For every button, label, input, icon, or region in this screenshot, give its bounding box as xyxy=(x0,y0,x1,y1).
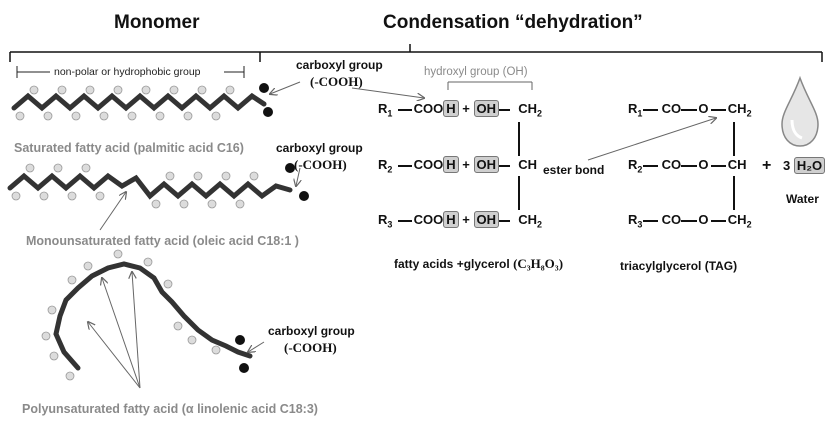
saturated-molecule xyxy=(11,83,273,121)
h-box: H xyxy=(443,156,459,173)
nonpolar-label: non-polar or hydrophobic group xyxy=(54,66,201,78)
product-bonds xyxy=(643,109,735,222)
ester-bond-label: ester bond xyxy=(543,163,605,177)
monounsaturated-molecule xyxy=(7,163,309,209)
polyunsaturated-label: Polyunsaturated fatty acid (α linolenic … xyxy=(22,402,318,416)
monounsaturated-label: Monounsaturated fatty acid (oleic acid C… xyxy=(26,234,299,248)
cooh: COO xyxy=(413,157,444,172)
polyunsaturated-molecule xyxy=(41,249,253,381)
oh-box: OH xyxy=(473,211,500,228)
cooh-label-mid: (-COOH) xyxy=(294,157,347,172)
oh-box: OH xyxy=(473,100,500,117)
plus-sign: + xyxy=(462,157,470,172)
product-row-2: R2 CO O CH xyxy=(628,157,747,175)
water-drop-icon xyxy=(781,75,819,147)
ch: CH xyxy=(518,157,538,172)
carboxyl-label-bottom: carboxyl group xyxy=(268,324,355,338)
r-group: R xyxy=(378,212,388,227)
r-group: R xyxy=(378,157,388,172)
tag-label: triacylglycerol (TAG) xyxy=(620,259,738,273)
cooh-label-top: (-COOH) xyxy=(310,74,363,89)
plus-sign: + xyxy=(462,212,470,227)
condensation-heading: Condensation “dehydration” xyxy=(383,12,643,33)
hydroxyl-bracket xyxy=(447,81,533,90)
water-formula: 3 H₂O xyxy=(783,157,826,174)
cooh: COO xyxy=(413,101,444,116)
ch2: CH xyxy=(518,212,538,227)
h-box: H xyxy=(443,211,459,228)
fatty-glycerol-label: fatty acids +glycerol (C₃H₈O₃) xyxy=(394,256,564,271)
top-bracket xyxy=(9,44,823,62)
oh-box: OH xyxy=(473,156,500,173)
cooh: COO xyxy=(413,212,444,227)
reactant-bonds xyxy=(398,109,520,222)
saturated-label: Saturated fatty acid (palmitic acid C16) xyxy=(14,141,244,155)
monomer-heading: Monomer xyxy=(114,12,200,33)
pointer-arrows xyxy=(88,81,716,389)
r-group: R xyxy=(378,101,388,116)
product-row-1: R1 CO O CH2 xyxy=(628,101,752,119)
carboxyl-label-top: carboxyl group xyxy=(296,58,383,72)
product-row-3: R3 CO O CH2 xyxy=(628,212,752,230)
hydroxyl-label: hydroxyl group (OH) xyxy=(424,66,528,78)
water-label: Water xyxy=(786,192,819,206)
h-box: H xyxy=(443,100,459,117)
cooh-label-bottom: (-COOH) xyxy=(284,340,337,355)
nonpolar-bracket xyxy=(16,66,245,78)
ch2: CH xyxy=(518,101,538,116)
plus-water: + xyxy=(762,157,772,174)
plus-sign: + xyxy=(462,101,470,116)
carboxyl-label-mid: carboxyl group xyxy=(276,141,363,155)
